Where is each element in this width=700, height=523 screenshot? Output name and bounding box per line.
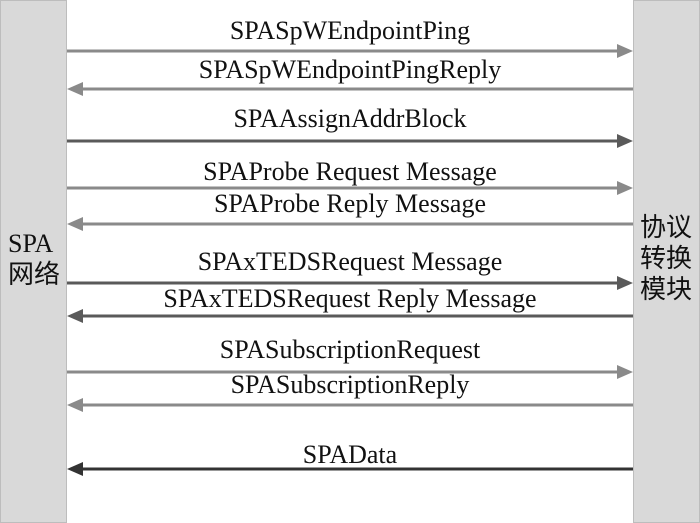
message-label-data: SPAData	[302, 440, 398, 469]
arrow-endpoint-ping-reply	[67, 82, 633, 96]
arrow-xteds-reply	[67, 309, 633, 323]
message-label-endpoint-ping: SPASpWEndpointPing	[229, 16, 471, 45]
arrow-xteds-request	[67, 276, 633, 290]
arrow-subscription-reply	[67, 398, 633, 412]
protocol-module-label-line1: 协议	[640, 213, 693, 242]
arrow-probe-reply	[67, 217, 633, 231]
protocol-module-label-line2: 转换	[640, 244, 693, 273]
message-label-endpoint-ping-reply: SPASpWEndpointPingReply	[198, 55, 502, 84]
arrow-data	[67, 462, 633, 476]
message-label-subscription-reply: SPASubscriptionReply	[230, 370, 470, 399]
message-label-probe-reply: SPAProbe Reply Message	[213, 189, 487, 218]
spa-network-label: SPA 网络	[8, 228, 60, 290]
message-label-assign-addr-block: SPAAssignAddrBlock	[233, 104, 467, 133]
spa-network-label-line2: 网络	[8, 260, 61, 289]
arrow-endpoint-ping	[67, 44, 633, 58]
message-label-xteds-reply: SPAxTEDSRequest Reply Message	[163, 284, 537, 313]
message-label-probe-request: SPAProbe Request Message	[203, 157, 497, 186]
arrow-probe-request	[67, 181, 633, 195]
protocol-module-label-line3: 模块	[640, 275, 693, 304]
message-label-xteds-request: SPAxTEDSRequest Message	[197, 247, 503, 276]
protocol-module-label: 协议 转换 模块	[640, 212, 692, 305]
message-label-subscription-request: SPASubscriptionRequest	[219, 335, 481, 364]
spa-network-lane	[0, 0, 67, 523]
spa-network-label-line1: SPA	[8, 229, 54, 258]
protocol-conversion-module-lane	[633, 0, 700, 523]
arrow-assign-addr-block	[67, 134, 633, 148]
arrow-subscription-request	[67, 365, 633, 379]
